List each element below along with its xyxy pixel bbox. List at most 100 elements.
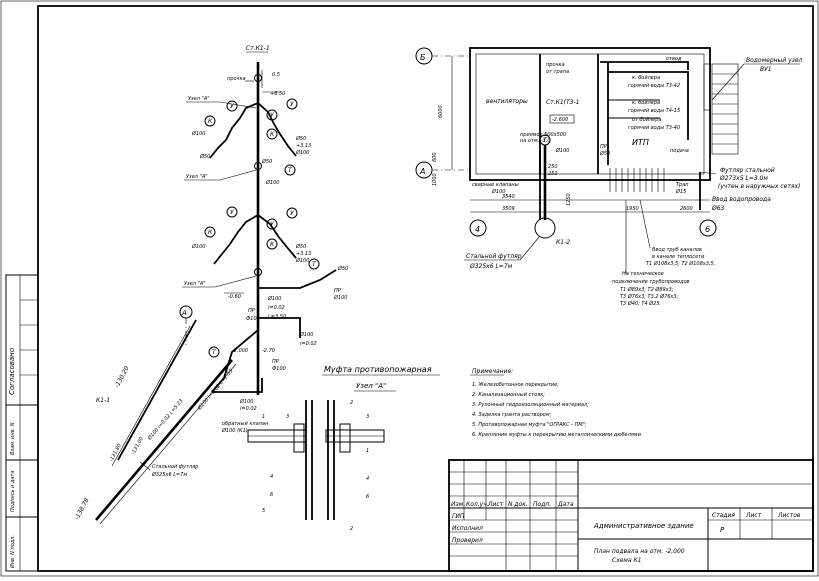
lvl-b-text: -131.00 (130, 436, 144, 456)
title-block: Изм. Кол.уч. Лист N док. Подп. Дата ГИП … (448, 459, 814, 572)
detail-subtitle: Узел "А" (356, 382, 386, 390)
branch-u1: У (230, 103, 234, 110)
teplo-4: Т3 Ø76х3; Т3.2 Ø76х3; (620, 293, 679, 300)
stadiya-label: Стадия (712, 512, 735, 519)
dim-6000: 6000 (438, 105, 444, 118)
pr-d-1: Ф100 (246, 316, 260, 322)
branch-u6: У (290, 210, 294, 217)
branch-u4: У (230, 209, 234, 216)
stair (711, 63, 739, 155)
riser-steel-case-size: Ø325x6 L=7м (151, 471, 187, 478)
pipe-note-1: Ø100 i=0.02 L=5.23 (146, 397, 185, 442)
riser-level-top: +6.50 (270, 91, 285, 97)
detail-n2b: 2 (350, 526, 353, 532)
detail-n1: 1 (262, 414, 265, 420)
notes-heading: Примечание: (472, 368, 513, 375)
vodomer-label: Водомерный узел (746, 57, 803, 64)
axis-a-plan: А (419, 167, 425, 176)
branch-u2: У (270, 112, 274, 119)
detail-n1b: 1 (366, 448, 369, 454)
side-soglasovano: Согласовано (8, 348, 16, 395)
note-gvs-1: горячей воды Т3-42 (628, 83, 680, 89)
plan-vyp: сварные клапаны (472, 182, 519, 188)
k1-2-label: К1-2 (556, 239, 570, 246)
lvl-2: -2.70 (262, 348, 275, 354)
detail-n4: 4 (270, 474, 273, 480)
detail-n3: 3 (286, 414, 289, 420)
building-name: Административное здание (593, 522, 694, 530)
basement-plan: Б А 4 6 Водомерный узел ВУ1 вентиляторы … (415, 47, 803, 307)
d100-d: Ø100 (191, 243, 205, 250)
detail-n5: 5 (262, 508, 265, 514)
ispolnil: Исполнил (452, 525, 483, 532)
detail-n4b: 4 (366, 476, 369, 482)
stroy-3: Т1 Ø108х3,5; Т2 Ø108х3,5. (646, 260, 715, 267)
d50-d: Ø50 (295, 243, 306, 250)
note-gvs-2: горячей воды Т4-15 (628, 108, 680, 114)
riser-in-plan: Ст.К1(ТЗ-1 (546, 99, 580, 106)
pr-1: ПР (334, 288, 341, 294)
lvl-d-text: -138.78 (74, 497, 91, 521)
d50-a: Ø50 (295, 135, 306, 142)
slope-3: i=0.02 (300, 341, 317, 347)
plan-pr-top: прочка (546, 62, 565, 68)
futlyar-3: (учтен в наружных сетях) (718, 183, 800, 190)
note-2: 2. Канализационный стояк; (472, 392, 545, 398)
col-podp: Подп. (533, 501, 551, 508)
riser-steel-case: Стальной футляр (152, 464, 198, 470)
riser-dim-05: 0.5 (272, 72, 280, 78)
floor-slab: обратный клапан (222, 421, 269, 427)
slope-2: L=3.50 (268, 314, 286, 320)
teplo-2: подключение трубопроводов (612, 279, 690, 285)
plan-d50: Ø50 (599, 150, 610, 157)
trap: Трап (676, 182, 689, 188)
floor-slab-2: Ø100 (К1) (221, 427, 248, 434)
side-stamp: Согласовано Взам. инв. N Подпись и дата … (5, 274, 39, 572)
d100-b: Ø100 (295, 149, 309, 156)
d100-f: Ø100 (333, 294, 347, 301)
note-gvs-3: горячей воды Т3-40 (628, 125, 680, 131)
d100-c: Ø100 (265, 179, 279, 186)
notes-block: Примечание: 1. Железобетонное перекрытие… (470, 368, 642, 438)
branch-k2: К (270, 131, 275, 138)
d50-c: Ø50 (261, 158, 272, 165)
col-data: Дата (557, 501, 574, 508)
dim-250: 250 (548, 164, 558, 170)
sheet-title-2: Схема К1 (612, 557, 642, 564)
detail-n2: 2 (350, 400, 353, 406)
dim-252: 252 (548, 171, 558, 177)
slope-1: i=0.02 (268, 305, 285, 311)
note-otvod-1: отвод (666, 56, 682, 62)
vodomer-label-2: ВУ1 (760, 66, 772, 73)
riser-vent: прочка (227, 76, 246, 82)
detail-n3b: 3 (366, 414, 369, 420)
plan-pr-s: от трапа (546, 69, 569, 75)
futlyar-2: Ø273х5 L=3.0м (719, 175, 768, 182)
uzel-a-2: Узел "А" (186, 174, 208, 180)
lvl-a: +3.13 (296, 143, 311, 149)
branch-k3: К (208, 229, 213, 236)
side-inv: Инв. N подл. (10, 535, 16, 568)
col-izm: Изм. (451, 501, 465, 508)
sheet-title-1: План подвала на отм. -2,000 (594, 548, 685, 555)
listov-label: Листов (777, 512, 801, 519)
lvl-d: -0.60 (228, 294, 241, 300)
lvl-1: -2.000 (232, 348, 248, 354)
plan-pr: ПР (600, 144, 607, 150)
d100-g: Ø100 (267, 295, 281, 302)
note-boiler-1: к. бойлера (632, 75, 660, 81)
priyamok-2: на отм. -3.0 (520, 138, 551, 144)
pr-d-2: Ф100 (272, 366, 286, 372)
dim-600: 600 (432, 152, 438, 162)
note-boiler-3: от бойлера (632, 117, 661, 123)
axis-6: 6 (705, 225, 710, 234)
dim-3540: 3540 (502, 194, 515, 200)
plan-vyp-2: Ø100 (491, 188, 505, 195)
dim-1250: 1250 (566, 193, 572, 206)
note-3: 3. Рулонный гидроизоляционный материал; (472, 402, 589, 408)
heat-pipes (609, 168, 665, 192)
branch-t3: Т (212, 349, 217, 356)
